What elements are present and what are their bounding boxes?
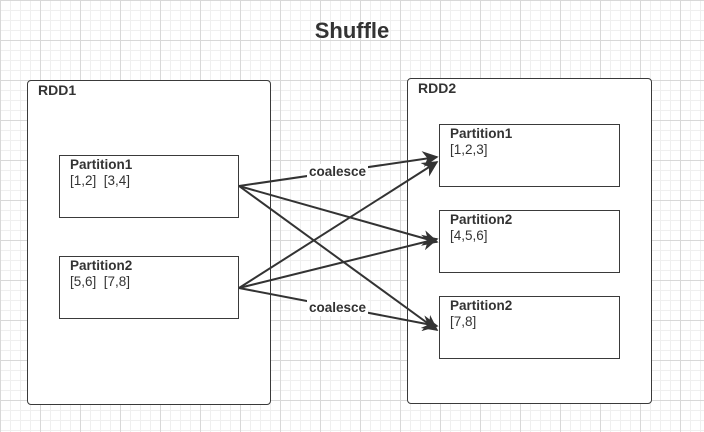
partition-data: [4,5,6] [450, 228, 488, 243]
edge-label-coalesce-bottom: coalesce [307, 300, 369, 316]
rdd2-label: RDD2 [418, 80, 457, 96]
partition-data: [1,2] [3,4] [70, 173, 131, 188]
edge-p1-to-r2p3 [238, 185, 439, 331]
rdd2-partition-3: Partition2 [7,8] [439, 296, 620, 359]
partition-title: Partition1 [450, 126, 513, 141]
partition-data: [5,6] [7,8] [70, 274, 131, 289]
rdd1-partition-2: Partition2 [5,6] [7,8] [59, 256, 239, 319]
diagram-title: Shuffle [314, 18, 390, 43]
rdd1-box: RDD1 [27, 80, 271, 405]
edge-p1-to-r2p2 [238, 185, 439, 246]
edge-p2-to-r2p1 [238, 161, 439, 289]
rdd2-partition-1: Partition1 [1,2,3] [439, 124, 620, 187]
edge-p2-to-r2p2 [238, 234, 439, 289]
partition-data: [7,8] [450, 314, 477, 329]
partition-title: Partition2 [450, 298, 513, 313]
partition-data: [1,2,3] [450, 142, 488, 157]
rdd2-partition-2: Partition2 [4,5,6] [439, 210, 620, 273]
rdd1-partition-1: Partition1 [1,2] [3,4] [59, 155, 239, 218]
partition-title: Partition1 [70, 157, 133, 172]
edge-label-coalesce-top: coalesce [307, 164, 369, 180]
partition-title: Partition2 [70, 258, 133, 273]
partition-title: Partition2 [450, 212, 513, 227]
rdd1-label: RDD1 [38, 82, 77, 98]
